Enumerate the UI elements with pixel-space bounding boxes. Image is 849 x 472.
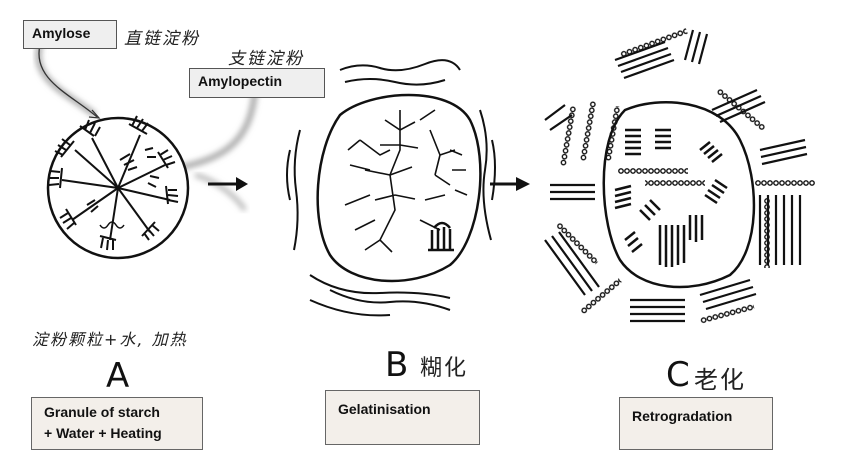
granule-a-drawing	[46, 115, 190, 260]
stage-b-caption-line-1: Gelatinisation	[338, 401, 431, 417]
stage-b-letter: B	[385, 345, 409, 385]
amylopectin-label: Amylopectin	[189, 68, 325, 98]
retrograded-granule-drawing	[544, 28, 815, 324]
stage-c-caption-line-1: Retrogradation	[632, 408, 733, 424]
amylose-pointer	[35, 44, 97, 118]
stage-a-caption: Granule of starch + Water + Heating	[31, 397, 203, 450]
stage-a-letter: A	[106, 356, 130, 396]
stage-a-caption-line-2: + Water + Heating	[44, 425, 162, 441]
amylopectin-pointer	[169, 89, 258, 173]
stage-a-caption-line-1: Granule of starch	[44, 404, 160, 420]
stage-c-letter: C	[666, 355, 690, 395]
arrow-a-to-b	[208, 177, 248, 191]
stage-b-caption: Gelatinisation	[325, 390, 480, 445]
amylopectin-chinese-label: 支链淀粉	[228, 49, 304, 69]
stage-b-chinese-label: 糊化	[420, 356, 469, 381]
amylose-chinese-label: 直链淀粉	[124, 29, 200, 49]
stage-c-caption: Retrogradation	[619, 397, 773, 450]
stage-c-chinese-label: 老化	[694, 366, 746, 394]
amylose-label: Amylose	[23, 20, 117, 49]
condition-chinese-label: 淀粉颗粒+水, 加热	[32, 330, 188, 349]
gelatinised-granule-drawing	[286, 59, 496, 317]
arrow-b-to-c	[490, 177, 530, 191]
